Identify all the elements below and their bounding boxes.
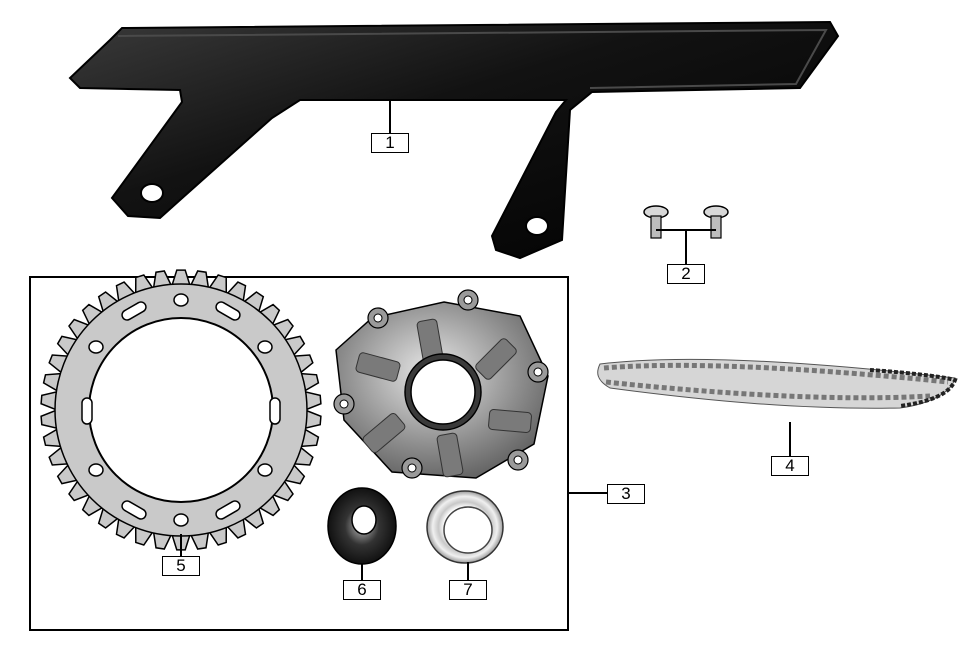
leader-lines	[180, 99, 791, 580]
callout-6: 6	[343, 580, 381, 600]
callout-7: 7	[449, 580, 487, 600]
bearing	[327, 487, 397, 565]
oil-seal	[426, 490, 504, 564]
callout-3: 3	[607, 484, 645, 504]
callout-1: 1	[371, 133, 409, 153]
bolts	[643, 205, 729, 239]
sprocket-hub	[333, 289, 549, 479]
callout-2: 2	[667, 264, 705, 284]
chain-guard	[68, 20, 840, 260]
callout-5: 5	[162, 556, 200, 576]
drive-chain	[597, 358, 958, 409]
rear-sprocket	[40, 269, 322, 551]
callout-4: 4	[771, 456, 809, 476]
assembly-group-frame	[29, 276, 569, 631]
